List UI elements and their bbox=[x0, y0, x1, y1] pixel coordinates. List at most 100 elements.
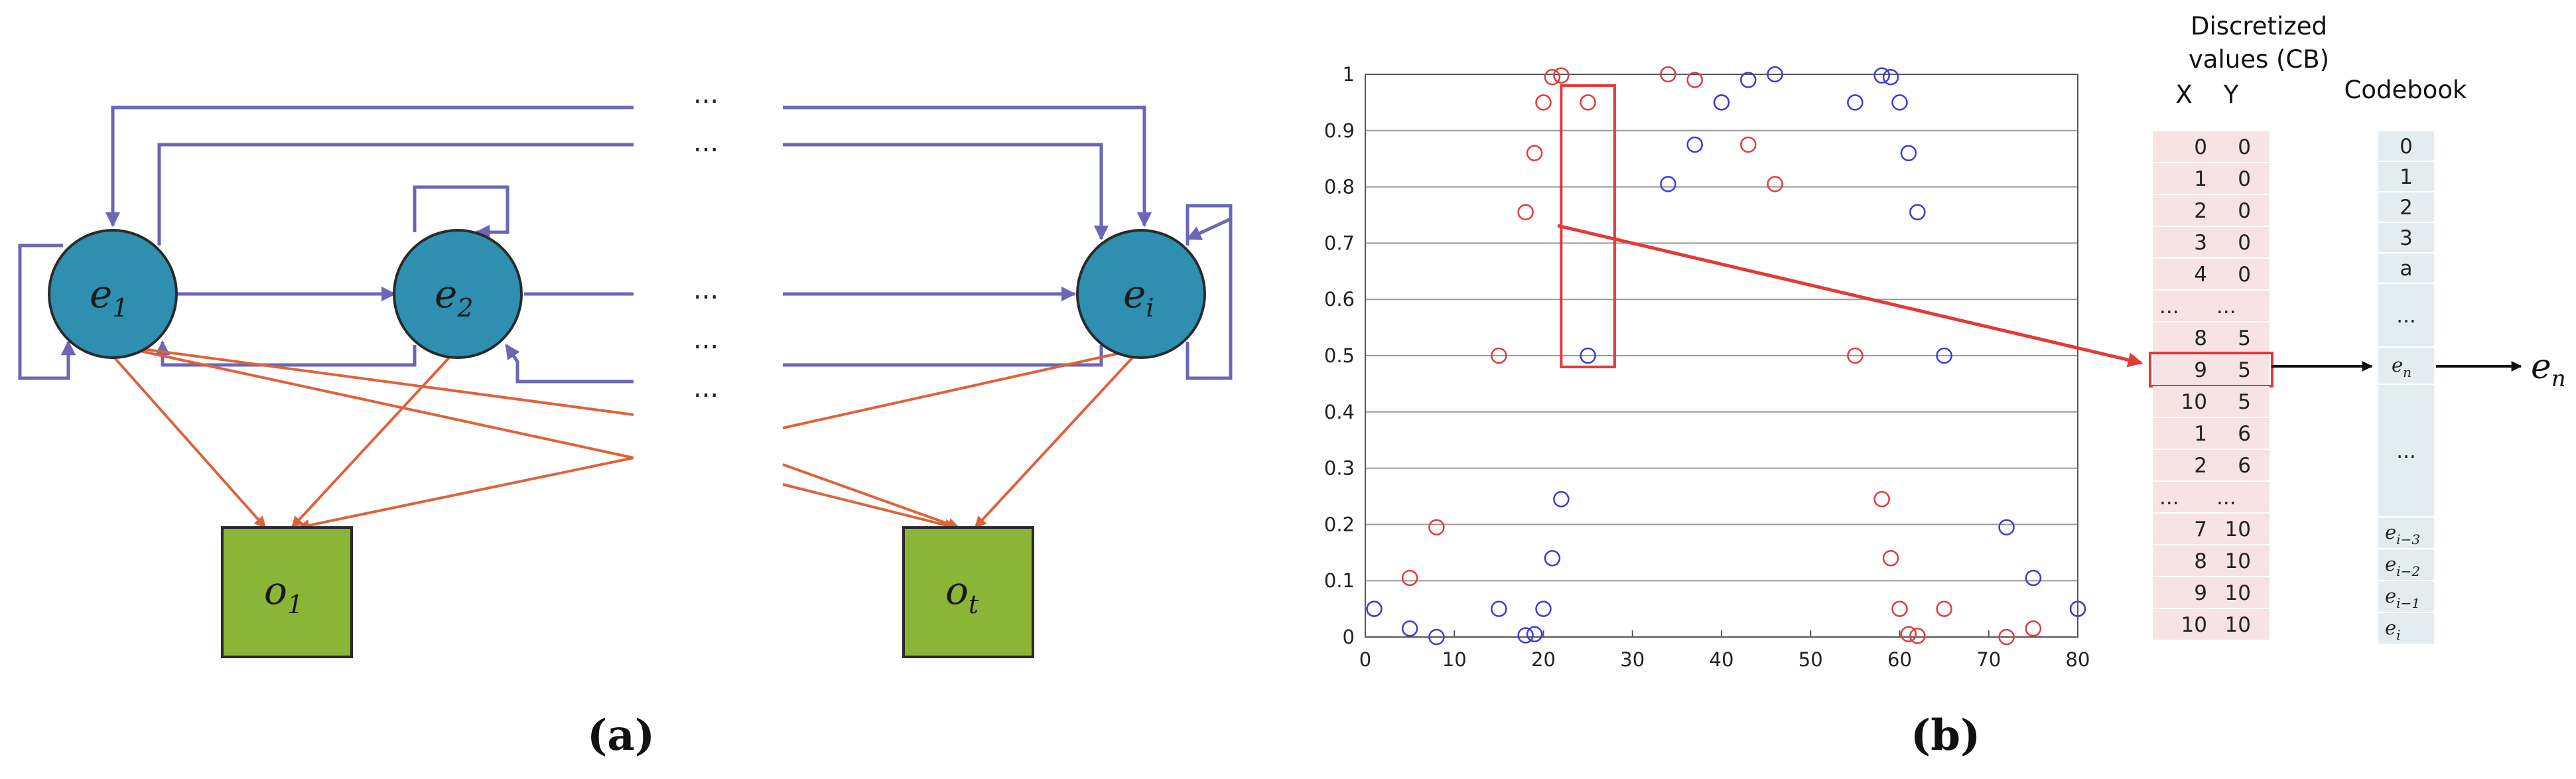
table-row-bg bbox=[2153, 450, 2270, 480]
ellipsis-group: ... ... ... ... ... bbox=[693, 79, 718, 403]
blue-data-point bbox=[2025, 569, 2042, 587]
red-data-point bbox=[1891, 601, 1908, 617]
edge-e1-o1 bbox=[105, 347, 267, 529]
red-data-point bbox=[1517, 204, 1534, 221]
table-header-line2: values (CB) bbox=[2189, 45, 2329, 74]
codebook-cell bbox=[2378, 549, 2434, 580]
codebook-cell bbox=[2378, 284, 2434, 346]
blue-data-point bbox=[1491, 601, 1507, 617]
table-cell-x: 2 bbox=[2194, 199, 2207, 223]
table-cell-y: 10 bbox=[2225, 518, 2251, 541]
table-col-y: Y bbox=[2223, 80, 2239, 109]
codebook-cell bbox=[2378, 581, 2434, 612]
x-tick-label: 70 bbox=[1976, 648, 2001, 671]
codebook-title: Codebook bbox=[2344, 76, 2467, 104]
table-cell-x: 3 bbox=[2194, 231, 2207, 255]
table-row-bg bbox=[2153, 227, 2270, 257]
red-data-point bbox=[1580, 94, 1596, 111]
table-row-bg bbox=[2153, 291, 2270, 321]
y-tick-label: 0.6 bbox=[1324, 288, 1355, 311]
table-cell-y: ... bbox=[2216, 486, 2236, 510]
table-cell-y: 0 bbox=[2238, 231, 2251, 255]
table-row-bg bbox=[2153, 482, 2270, 512]
x-tick-label: 60 bbox=[1887, 648, 1912, 671]
red-data-point bbox=[1686, 72, 1703, 88]
blue-data-point bbox=[1553, 490, 1570, 508]
edge-ei-return bbox=[783, 345, 1103, 367]
ellipsis: ... bbox=[693, 324, 718, 355]
edge-second-ei bbox=[783, 143, 1109, 241]
red-data-point bbox=[1535, 94, 1552, 111]
x-tick-label: 20 bbox=[1531, 648, 1556, 671]
table-row: ...... bbox=[2153, 482, 2270, 512]
edge-e2-e1-return bbox=[155, 340, 417, 367]
table-row-bg bbox=[2153, 322, 2270, 353]
table-cell-x: 9 bbox=[2194, 581, 2207, 605]
codebook-entry-ei: ei−3 bbox=[2385, 521, 2420, 547]
codebook-cell bbox=[2378, 131, 2434, 161]
x-tick-label: 30 bbox=[1620, 648, 1645, 671]
node-circle bbox=[393, 229, 523, 359]
table-row-bg bbox=[2153, 163, 2270, 194]
table-row-bg bbox=[2153, 577, 2270, 608]
table-cell-y: 10 bbox=[2225, 581, 2251, 605]
table-row-bg bbox=[2153, 418, 2270, 449]
red-data-point bbox=[1847, 347, 1864, 364]
table-header-line1: Discretized bbox=[2191, 12, 2327, 40]
x-tick-label: 80 bbox=[2066, 648, 2090, 671]
y-tick-label: 1 bbox=[1343, 63, 1355, 86]
codebook-entry: ... bbox=[2396, 439, 2416, 463]
state-node-e1: e1 bbox=[48, 229, 178, 359]
blue-data-point bbox=[1891, 94, 1908, 111]
y-tick-label: 0.8 bbox=[1324, 176, 1355, 198]
red-data-point bbox=[1544, 68, 1561, 86]
edge-self-loop-e2 bbox=[413, 185, 509, 240]
table-cell-y: 0 bbox=[2238, 135, 2251, 159]
table-cell-x: 7 bbox=[2194, 518, 2207, 541]
edge-return-e2 bbox=[504, 344, 634, 384]
codebook-cell bbox=[2378, 223, 2434, 252]
y-tick-label: 0.2 bbox=[1324, 513, 1355, 535]
table-cell-x: ... bbox=[2159, 486, 2179, 510]
codebook-cell bbox=[2378, 253, 2434, 283]
table-cell-x: 10 bbox=[2181, 390, 2207, 414]
red-data-point bbox=[1491, 347, 1507, 364]
edge-e1-right-upper bbox=[112, 344, 634, 416]
codebook-entry: 1 bbox=[2400, 165, 2413, 189]
table-row: 7 10 bbox=[2153, 514, 2270, 544]
codebook-entry-ei: ei bbox=[2385, 616, 2401, 643]
codebook-entry-ei: ei−2 bbox=[2385, 553, 2420, 579]
blue-data-point bbox=[1686, 136, 1703, 153]
table-row-bg bbox=[2153, 131, 2270, 162]
table-cell-x: 10 bbox=[2181, 613, 2207, 637]
emission-edges bbox=[105, 344, 1142, 531]
y-tick-label: 0.9 bbox=[1324, 119, 1355, 142]
codebook-entry: 0 bbox=[2400, 135, 2413, 159]
table-cell-y: 6 bbox=[2238, 422, 2251, 446]
panel-label-b: (b) bbox=[1911, 711, 1980, 760]
codebook-cell bbox=[2378, 613, 2434, 644]
edge-right-ot-upper bbox=[782, 347, 1142, 429]
blue-data-point bbox=[1740, 72, 1757, 88]
codebook-entry-en: en bbox=[2392, 354, 2411, 380]
codebook-cell bbox=[2378, 192, 2434, 222]
table-cell-x: 4 bbox=[2194, 263, 2207, 287]
red-data-point bbox=[1740, 136, 1757, 153]
node-label: ei bbox=[1123, 271, 1154, 322]
blue-data-point bbox=[1767, 66, 1783, 83]
y-tick-label: 0.3 bbox=[1324, 457, 1355, 480]
blue-data-point bbox=[1909, 204, 1926, 221]
red-data-point bbox=[1882, 550, 1899, 567]
table-cell-y: 5 bbox=[2238, 326, 2251, 350]
blue-data-point bbox=[1366, 601, 1383, 617]
table-cell-y: 0 bbox=[2238, 199, 2251, 223]
blue-data-point bbox=[1544, 550, 1561, 567]
red-data-point bbox=[1936, 601, 1952, 617]
observation-box bbox=[902, 526, 1034, 658]
